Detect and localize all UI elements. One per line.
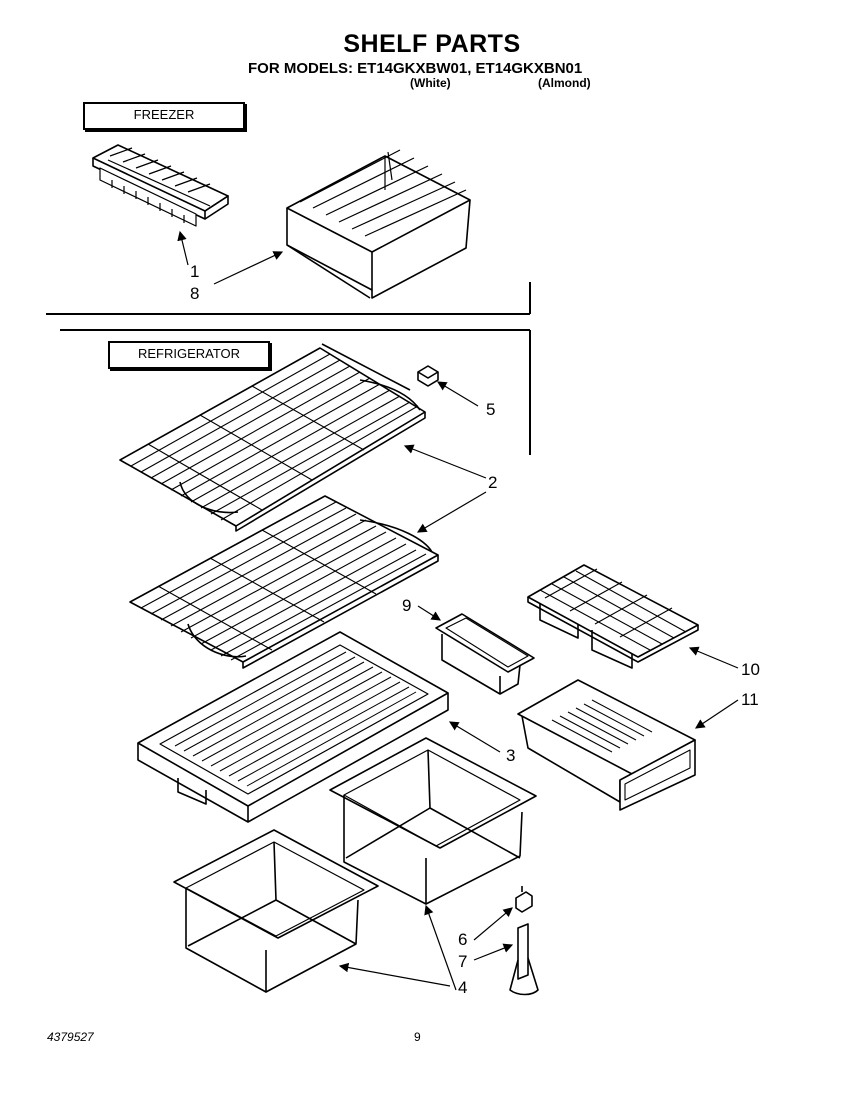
roller-cap [515, 886, 533, 913]
refrigerator-wire-shelf-lower [129, 495, 439, 669]
document-number: 4379527 [47, 1030, 94, 1044]
meat-pan [517, 679, 696, 811]
crisper-cover [137, 631, 449, 823]
section-divider [46, 282, 531, 455]
leveling-leg [509, 923, 539, 996]
freezer-section-label: FREEZER [83, 102, 245, 130]
callout-3: 3 [506, 746, 516, 765]
callout-8: 8 [190, 284, 200, 303]
callout-9: 9 [402, 596, 412, 615]
crisper-bin-upper [329, 737, 537, 905]
color-white-label: (White) [410, 76, 451, 90]
callout-7: 7 [458, 952, 468, 971]
callout-10: 10 [741, 660, 760, 679]
small-wire-shelf [527, 564, 699, 669]
freezer-wire-shelf [286, 149, 471, 299]
page-title: SHELF PARTS [343, 30, 521, 58]
callout-5: 5 [486, 400, 496, 419]
small-bin [435, 613, 535, 695]
callout-6: 6 [458, 930, 468, 949]
refrigerator-wire-shelf-upper [119, 343, 426, 532]
page-number: 9 [414, 1030, 421, 1044]
shelf-clip [417, 365, 439, 387]
callout-leaders [177, 230, 739, 991]
callout-1: 1 [190, 262, 200, 281]
crisper-bin-lower [173, 829, 379, 993]
callout-2: 2 [488, 473, 498, 492]
color-almond-label: (Almond) [538, 76, 591, 90]
callout-4: 4 [458, 978, 468, 997]
callout-11: 11 [741, 690, 759, 709]
refrigerator-section-label: REFRIGERATOR [108, 341, 270, 369]
ice-cube-tray [92, 144, 229, 227]
models-line: FOR MODELS: ET14GKXBW01, ET14GKXBN01 [248, 60, 583, 77]
